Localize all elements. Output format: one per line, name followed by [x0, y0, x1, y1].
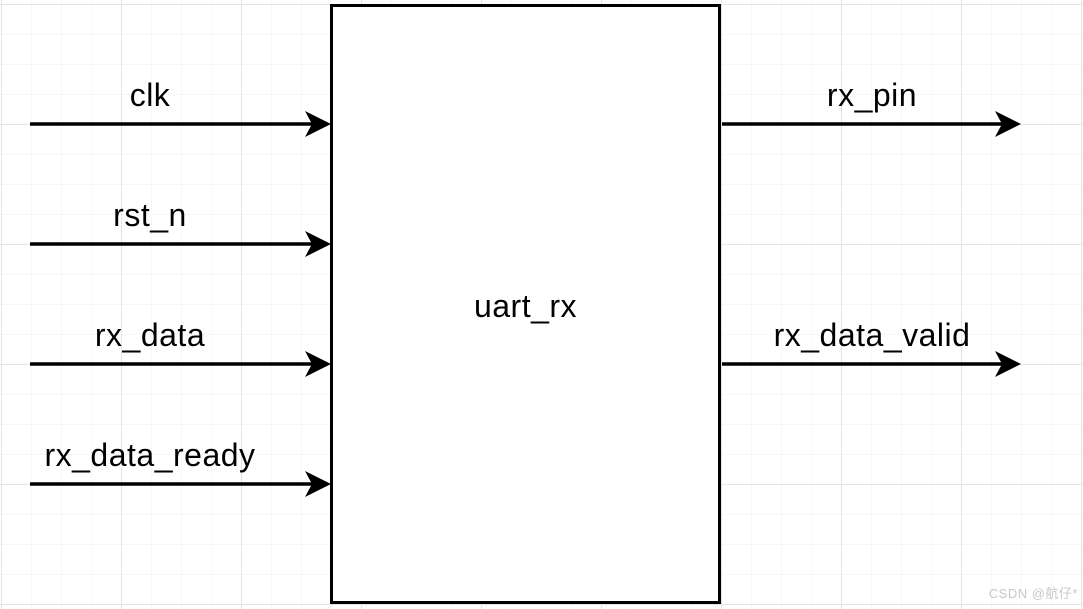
module-box: uart_rx	[330, 4, 721, 604]
output-arrow-rx-data-valid	[722, 351, 1021, 377]
output-label-rx-data-valid: rx_data_valid	[773, 317, 971, 353]
output-label-rx-pin: rx_pin	[826, 77, 918, 113]
input-label-rx-data-ready: rx_data_ready	[44, 437, 256, 473]
arrowhead	[995, 111, 1021, 137]
output-arrow-rx-pin	[722, 111, 1021, 137]
arrowhead	[305, 351, 331, 377]
arrowhead	[305, 471, 331, 497]
input-label-rx-data: rx_data	[94, 317, 206, 353]
input-label-rst-n: rst_n	[113, 197, 187, 233]
input-label-clk: clk	[129, 77, 171, 113]
input-arrow-rx-data-ready	[30, 471, 331, 497]
arrowhead	[995, 351, 1021, 377]
watermark: CSDN @航仔*	[988, 586, 1078, 601]
input-arrow-rx-data	[30, 351, 331, 377]
arrowhead	[305, 111, 331, 137]
arrowhead	[305, 231, 331, 257]
module-title: uart_rx	[473, 287, 578, 324]
input-arrow-clk	[30, 111, 331, 137]
input-arrow-rst-n	[30, 231, 331, 257]
